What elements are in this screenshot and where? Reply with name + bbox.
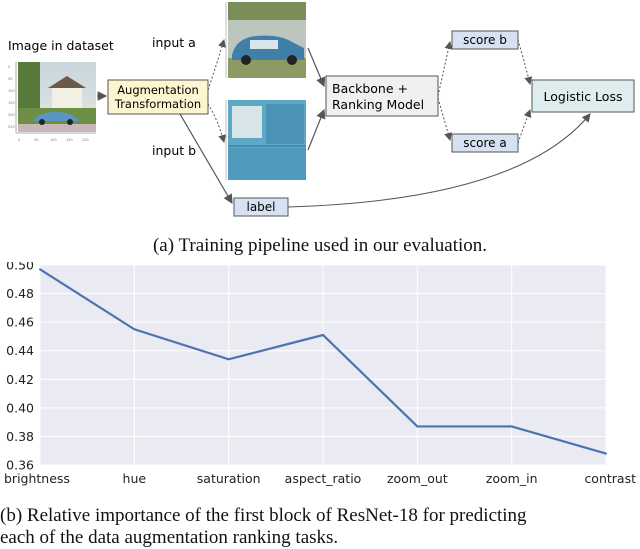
data-point-hue bbox=[133, 328, 136, 331]
backbone-label-line1: Backbone + bbox=[332, 81, 408, 96]
svg-text:0: 0 bbox=[8, 65, 10, 69]
svg-text:200: 200 bbox=[82, 138, 89, 142]
data-points bbox=[39, 268, 607, 455]
svg-text:0: 0 bbox=[18, 138, 20, 142]
caption-b: (b) Relative importance of the first blo… bbox=[0, 505, 640, 549]
x-tick-label: aspect_ratio bbox=[285, 471, 362, 486]
input-a-image bbox=[225, 2, 306, 78]
y-tick-label: 0.36 bbox=[6, 458, 34, 473]
score-b-label: score b bbox=[463, 33, 507, 47]
y-tick-label: 0.48 bbox=[6, 286, 34, 301]
score-a-box: score a bbox=[451, 133, 519, 153]
x-tick-label: zoom_out bbox=[387, 471, 448, 486]
label-box: label bbox=[233, 197, 289, 217]
augmentation-label-line1: Augmentation bbox=[117, 83, 199, 97]
augmentation-box: Augmentation Transformation bbox=[107, 79, 209, 115]
svg-text:150: 150 bbox=[8, 101, 15, 105]
augmentation-importance-chart: 0.36 0.38 0.40 0.42 0.44 0.46 0.48 0.50 brightn… bbox=[4, 262, 636, 486]
x-tick-label: contrast bbox=[584, 471, 636, 486]
data-point-aspect_ratio bbox=[322, 334, 324, 336]
y-tick-label: 0.50 bbox=[6, 262, 34, 273]
logistic-loss-label: Logistic Loss bbox=[544, 89, 623, 104]
data-point-brightness bbox=[39, 268, 41, 271]
y-tick-label: 0.44 bbox=[6, 343, 34, 358]
svg-text:100: 100 bbox=[8, 89, 15, 93]
x-tick-label: zoom_in bbox=[486, 471, 538, 486]
label-box-text: label bbox=[246, 200, 275, 214]
data-point-zoom_in bbox=[510, 425, 513, 428]
caption-b-line1: (b) Relative importance of the first blo… bbox=[0, 505, 527, 526]
input-b-image bbox=[225, 100, 306, 180]
training-pipeline-diagram: Image in dataset 0 50 100 150 200 250 0 50 100… bbox=[8, 2, 635, 217]
y-tick-label: 0.40 bbox=[6, 400, 34, 415]
dataset-image: 0 50 100 150 200 250 0 50 100 150 200 bbox=[8, 62, 96, 142]
score-a-label: score a bbox=[463, 136, 506, 150]
backbone-label-line2: Ranking Model bbox=[332, 97, 424, 112]
input-b-label: input b bbox=[152, 143, 196, 158]
y-tick-labels: 0.36 0.38 0.40 0.42 0.44 0.46 0.48 0.50 bbox=[6, 262, 34, 473]
backbone-box: Backbone + Ranking Model bbox=[325, 75, 439, 117]
y-tick-label: 0.46 bbox=[6, 315, 34, 330]
svg-text:50: 50 bbox=[34, 138, 38, 142]
data-point-saturation bbox=[227, 358, 230, 361]
y-tick-label: 0.38 bbox=[6, 429, 34, 444]
x-tick-label: brightness bbox=[4, 471, 70, 486]
caption-a: (a) Training pipeline used in our evalua… bbox=[152, 235, 488, 256]
logistic-loss-box: Logistic Loss bbox=[531, 79, 635, 113]
x-tick-label: saturation bbox=[197, 471, 261, 486]
data-point-contrast bbox=[605, 452, 607, 455]
svg-text:200: 200 bbox=[8, 113, 15, 117]
x-tick-labels: brightness hue saturation aspect_ratio zoom_… bbox=[4, 471, 636, 486]
svg-text:100: 100 bbox=[50, 138, 57, 142]
data-point-zoom_out bbox=[416, 425, 419, 428]
svg-text:150: 150 bbox=[66, 138, 73, 142]
y-tick-label: 0.42 bbox=[6, 372, 34, 387]
augmentation-label-line2: Transformation bbox=[114, 97, 201, 111]
input-a-label: input a bbox=[152, 35, 196, 50]
grid-lines bbox=[39, 264, 607, 466]
x-tick-label: hue bbox=[123, 471, 147, 486]
dataset-label: Image in dataset bbox=[8, 38, 114, 53]
score-b-box: score b bbox=[451, 30, 519, 50]
svg-text:50: 50 bbox=[8, 77, 12, 81]
caption-b-line2: each of the data augmentation ranking ta… bbox=[0, 527, 339, 548]
svg-text:250: 250 bbox=[8, 125, 15, 129]
